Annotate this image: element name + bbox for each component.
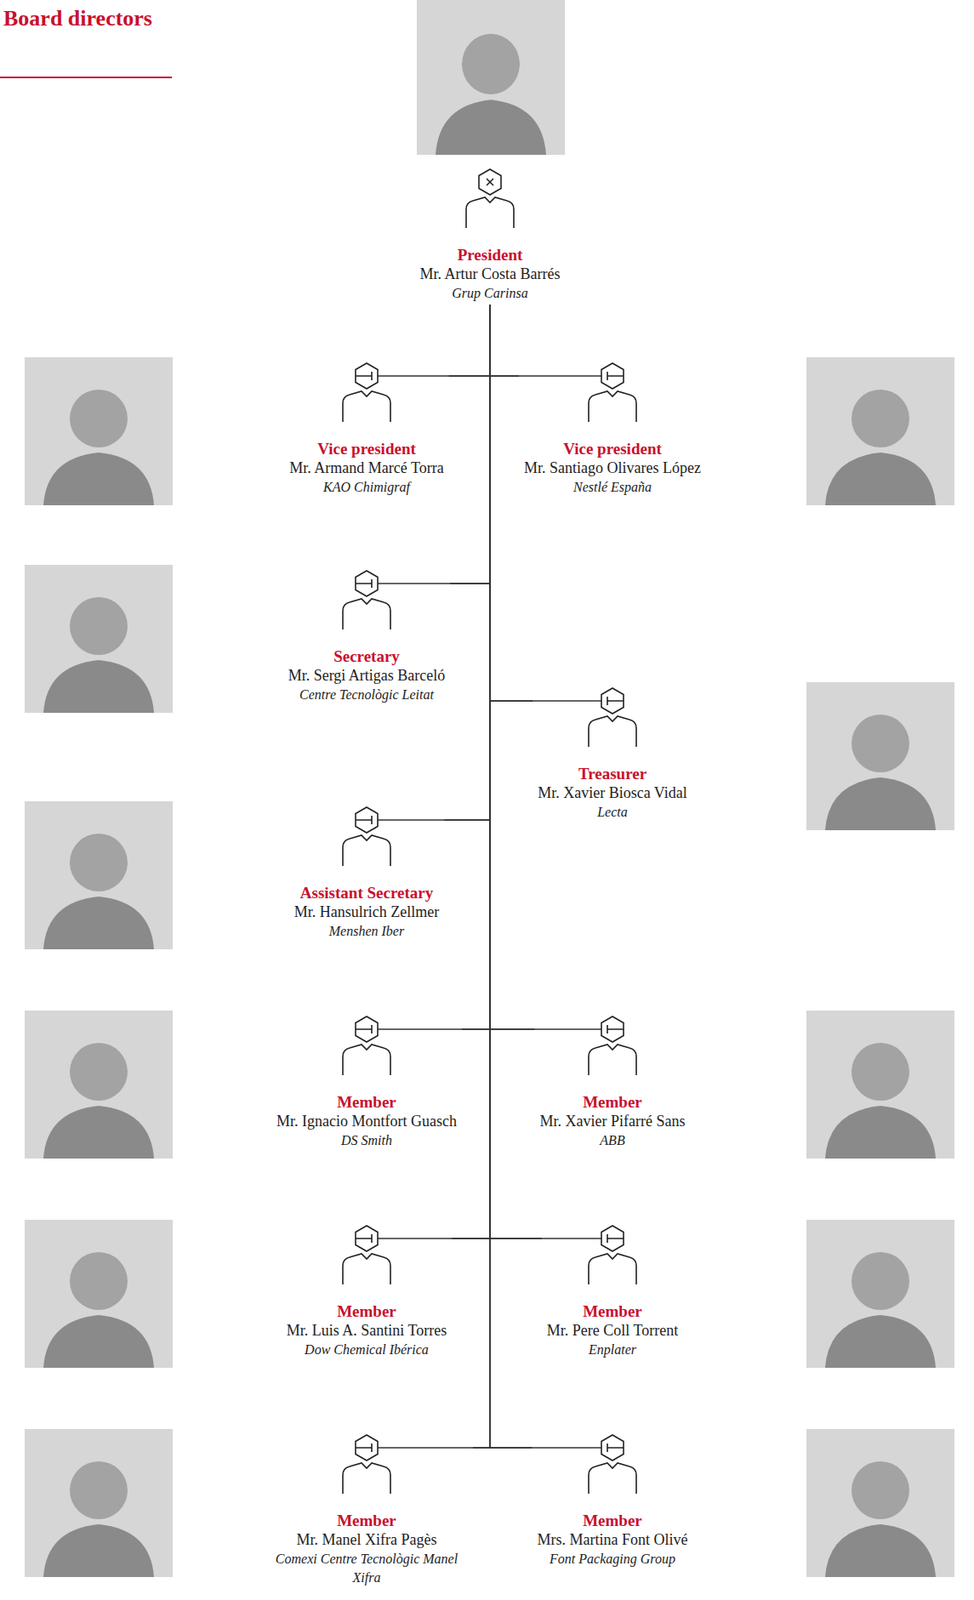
person-name: Mr. Luis A. Santini Torres xyxy=(286,1321,447,1341)
person-icon xyxy=(342,1435,391,1494)
company-name: Dow Chemical Ibérica xyxy=(286,1340,447,1360)
role-title: Treasurer xyxy=(537,763,688,784)
company-name: Nestlé España xyxy=(524,478,701,497)
role-title: Assistant Secretary xyxy=(294,882,439,903)
portrait-photo xyxy=(24,564,173,713)
person-name: Mr. Ignacio Montfort Guasch xyxy=(276,1111,457,1132)
portrait-photo xyxy=(806,1219,955,1368)
role-title: Vice president xyxy=(289,438,444,459)
person-card: MemberMr. Xavier Pifarré SansABB xyxy=(535,1010,691,1152)
connector xyxy=(489,304,519,376)
person-icon xyxy=(342,570,391,630)
person-name: Mr. Xavier Pifarré Sans xyxy=(540,1111,686,1132)
portrait-photo xyxy=(806,682,955,831)
person-icon xyxy=(466,169,514,228)
company-name: Centre Tecnològic Leitat xyxy=(288,685,446,705)
portrait-photo xyxy=(24,1219,173,1368)
person-card: MemberMrs. Martina Font OlivéFont Packag… xyxy=(532,1429,694,1571)
role-title: Member xyxy=(265,1510,468,1531)
portrait-photo xyxy=(24,1010,173,1159)
company-name: Enplater xyxy=(546,1340,678,1360)
connector xyxy=(449,304,490,376)
person-name: Mr. Manel Xifra Pagès xyxy=(265,1530,468,1550)
title-underline xyxy=(0,76,172,79)
person-name: Mr. Pere Coll Torrent xyxy=(546,1321,678,1341)
person-icon xyxy=(342,1225,391,1285)
person-name: Mr. Xavier Biosca Vidal xyxy=(537,783,688,804)
person-name: Mr. Sergi Artigas Barceló xyxy=(288,666,446,686)
person-name: Mrs. Martina Font Olivé xyxy=(537,1530,689,1550)
person-name: Mr. Artur Costa Barrés xyxy=(420,264,561,285)
company-name: Comexi Centre Tecnològic Manel Xifra xyxy=(265,1549,468,1588)
company-name: DS Smith xyxy=(276,1131,457,1151)
person-card: MemberMr. Pere Coll TorrentEnplater xyxy=(541,1219,684,1362)
company-name: ABB xyxy=(540,1131,686,1151)
portrait-photo xyxy=(416,0,565,155)
person-icon xyxy=(588,1435,637,1494)
person-icon xyxy=(588,1016,637,1076)
person-icon xyxy=(342,807,391,866)
person-name: Mr. Hansulrich Zellmer xyxy=(294,902,439,923)
person-icon xyxy=(588,1225,637,1285)
role-title: Secretary xyxy=(288,646,446,667)
person-icon xyxy=(588,363,637,422)
person-icon xyxy=(342,363,391,422)
connector xyxy=(461,304,490,1030)
portrait-photo xyxy=(24,801,173,950)
person-card: MemberMr. Luis A. Santini TorresDow Chem… xyxy=(281,1219,452,1362)
role-title: Member xyxy=(276,1092,457,1112)
person-name: Mr. Armand Marcé Torra xyxy=(289,458,444,479)
company-name: Font Packaging Group xyxy=(537,1549,689,1569)
person-icon xyxy=(342,1016,391,1076)
connector xyxy=(449,304,490,584)
portrait-photo xyxy=(806,357,955,506)
person-name: Mr. Santiago Olivares López xyxy=(524,458,701,479)
role-title: Member xyxy=(546,1301,678,1322)
portrait-photo xyxy=(806,1429,955,1578)
role-title: Vice president xyxy=(524,438,701,459)
role-title: Member xyxy=(286,1301,447,1322)
person-card: MemberMr. Ignacio Montfort GuaschDS Smit… xyxy=(271,1010,462,1152)
portrait-photo xyxy=(24,1429,173,1578)
portrait-photo xyxy=(24,357,173,506)
connector xyxy=(451,304,490,1239)
connector xyxy=(472,304,490,1448)
company-name: Menshen Iber xyxy=(294,922,439,941)
connector xyxy=(444,304,490,821)
person-card: Assistant SecretaryMr. Hansulrich Zellme… xyxy=(289,801,445,943)
company-name: KAO Chimigraf xyxy=(289,478,444,497)
person-card: TreasurerMr. Xavier Biosca VidalLecta xyxy=(532,682,693,824)
connector xyxy=(489,304,542,1239)
person-icon xyxy=(588,688,637,747)
person-card: Vice presidentMr. Armand Marcé TorraKAO … xyxy=(284,357,449,499)
person-card: PresidentMr. Artur Costa BarrésGrup Cari… xyxy=(415,163,566,305)
role-title: President xyxy=(420,244,561,265)
page-title: Board directors xyxy=(3,5,153,33)
role-title: Member xyxy=(540,1092,686,1112)
portrait-photo xyxy=(806,1010,955,1159)
company-name: Lecta xyxy=(537,803,688,822)
connector xyxy=(489,304,536,1030)
connector xyxy=(489,304,533,701)
person-card: MemberMr. Manel Xifra PagèsComexi Centre… xyxy=(260,1429,473,1590)
person-card: Vice presidentMr. Santiago Olivares Lópe… xyxy=(518,357,707,499)
company-name: Grup Carinsa xyxy=(420,284,561,303)
person-card: SecretaryMr. Sergi Artigas BarcelóCentre… xyxy=(283,564,451,707)
role-title: Member xyxy=(537,1510,689,1531)
